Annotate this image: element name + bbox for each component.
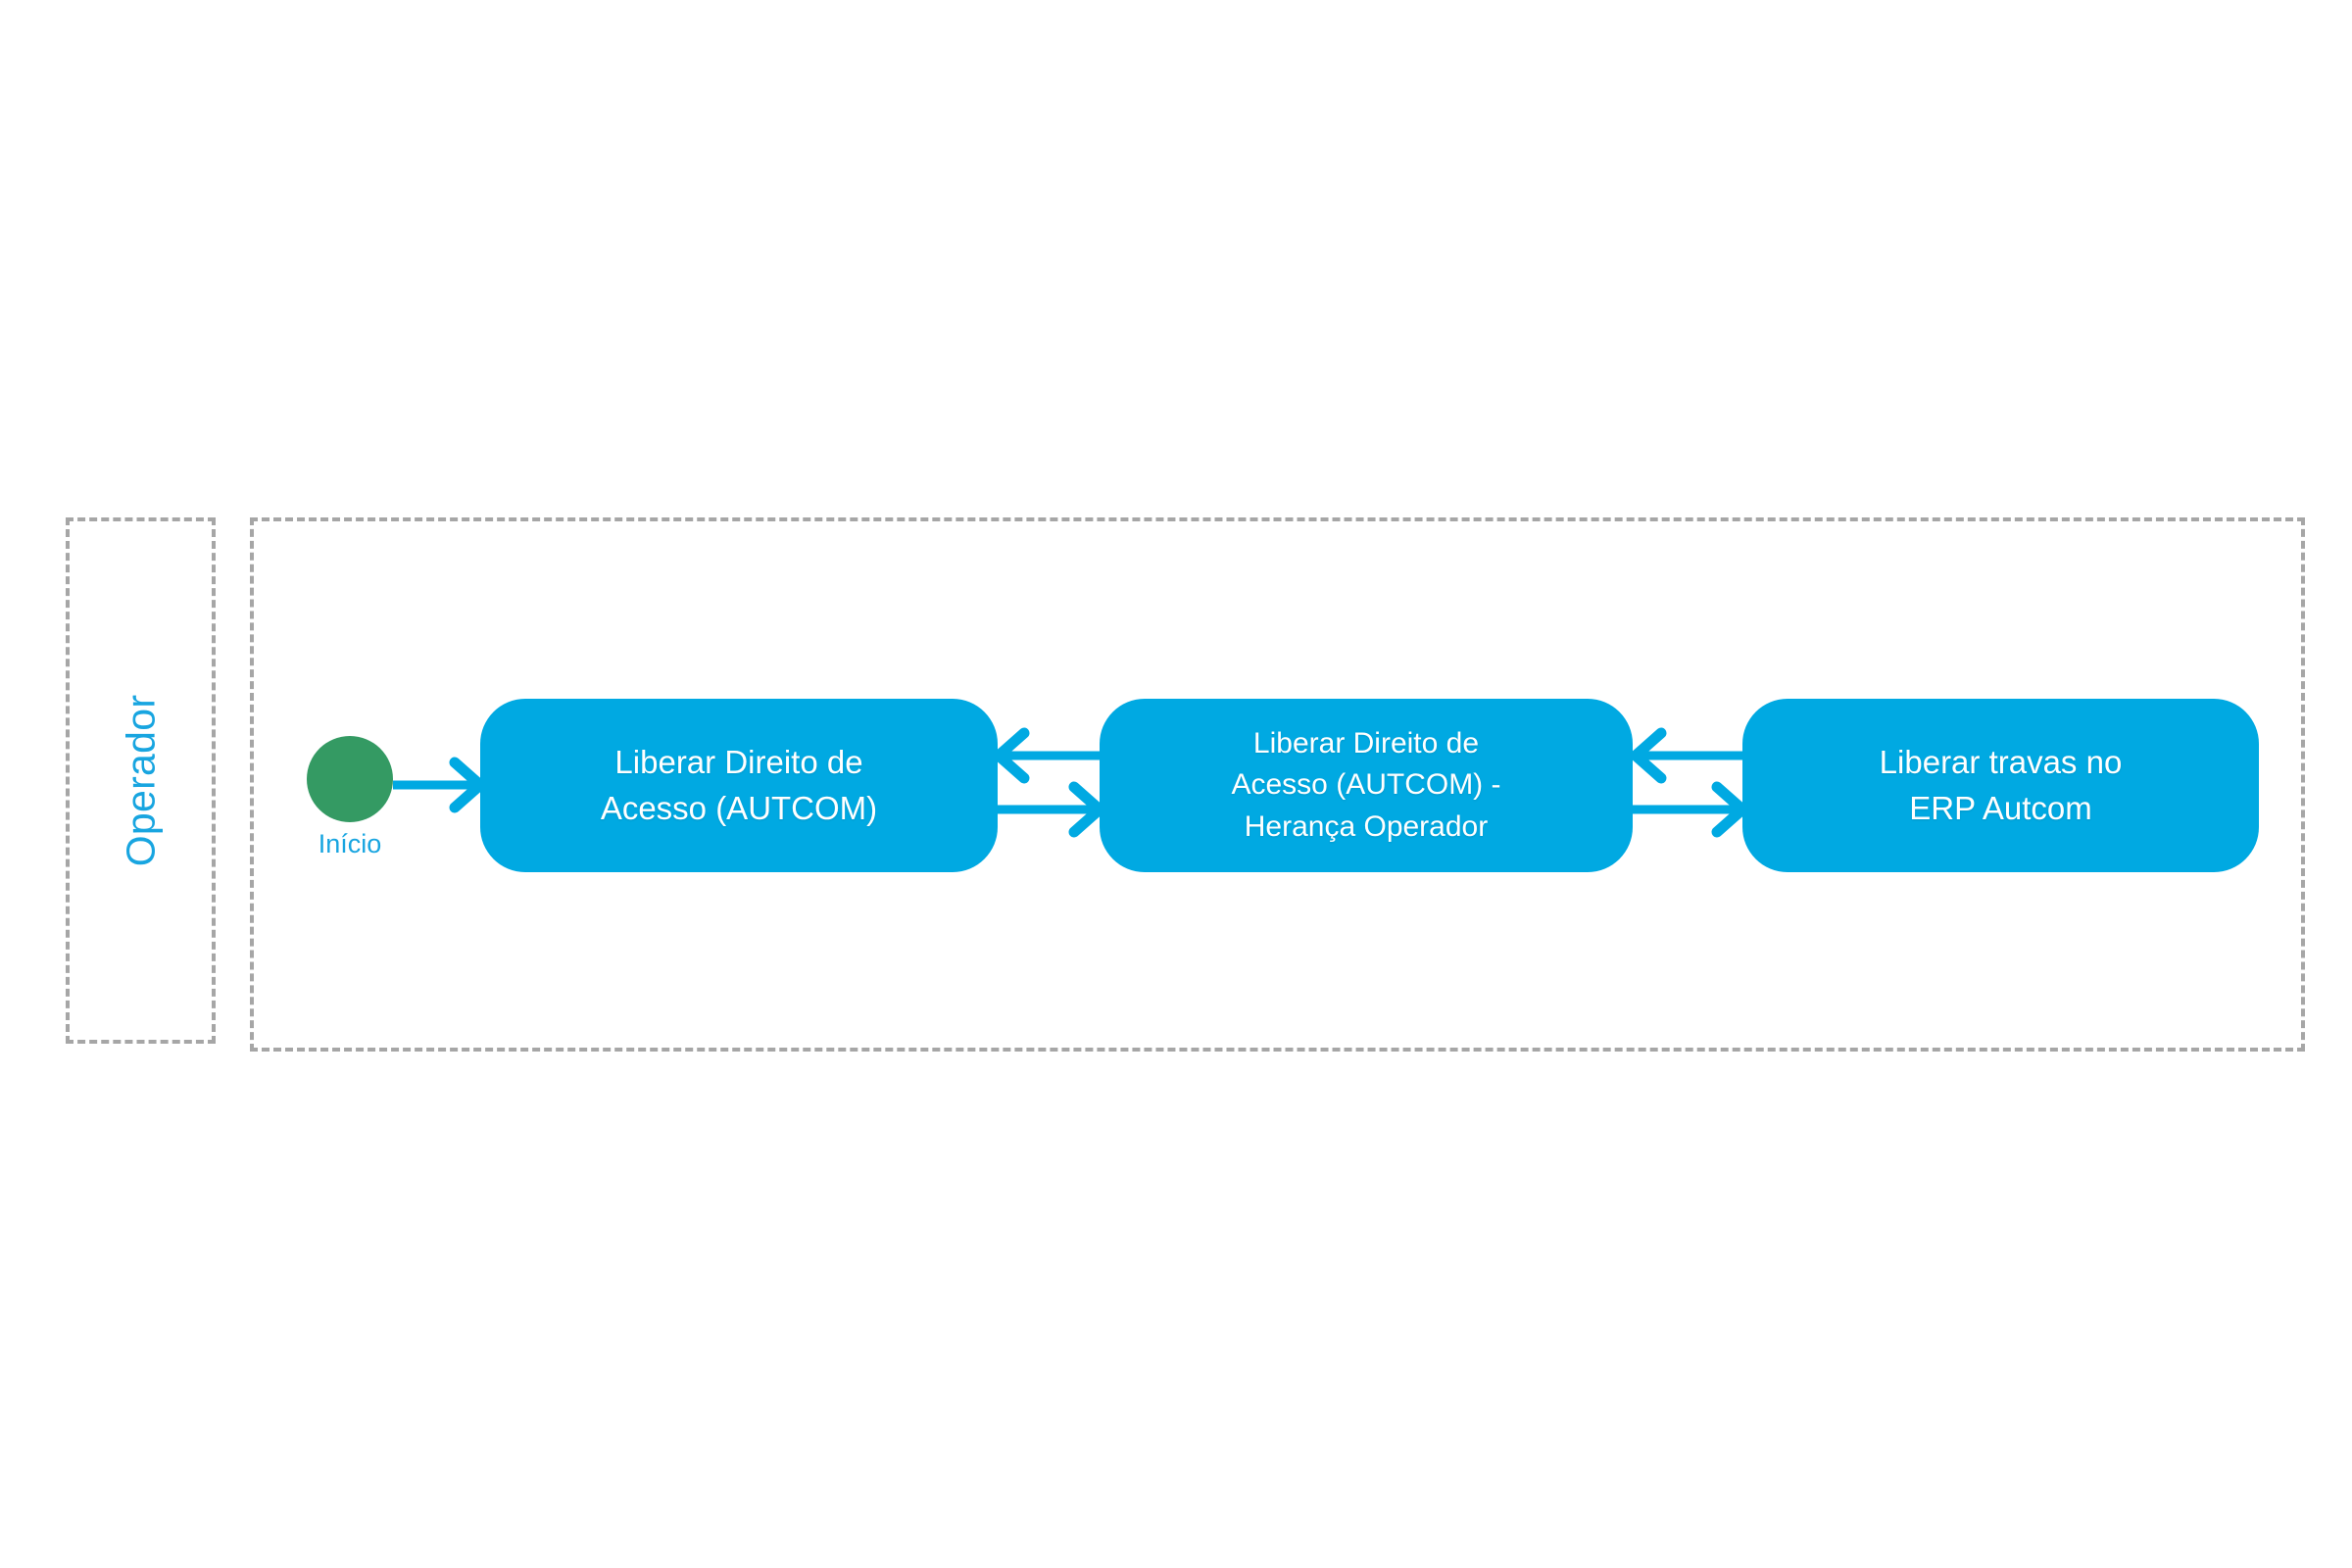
swimlane-container [250,517,2305,1052]
start-event[interactable]: Início [307,736,393,858]
task-label: Liberar travas no ERP Autcom [1879,743,2123,826]
swimlane-label-operador: Operador [118,694,164,867]
task-label: Liberar Direito de Acesso (AUTCOM) - Her… [1231,726,1501,843]
task-liberar-direito-de-acesso-autcom-heranca-operador[interactable]: Liberar Direito de Acesso (AUTCOM) - Her… [1100,699,1633,872]
swimlane-label-box: Operador [66,517,216,1044]
start-event-label: Início [318,829,382,858]
task-liberar-direito-de-acesso-autcom[interactable]: Liberar Direito de Acesso (AUTCOM) [480,699,998,872]
task-label: Liberar Direito de Acesso (AUTCOM) [600,743,878,826]
task-liberar-travas-no-erp-autcom[interactable]: Liberar travas no ERP Autcom [1742,699,2259,872]
start-event-circle-icon [307,736,393,822]
